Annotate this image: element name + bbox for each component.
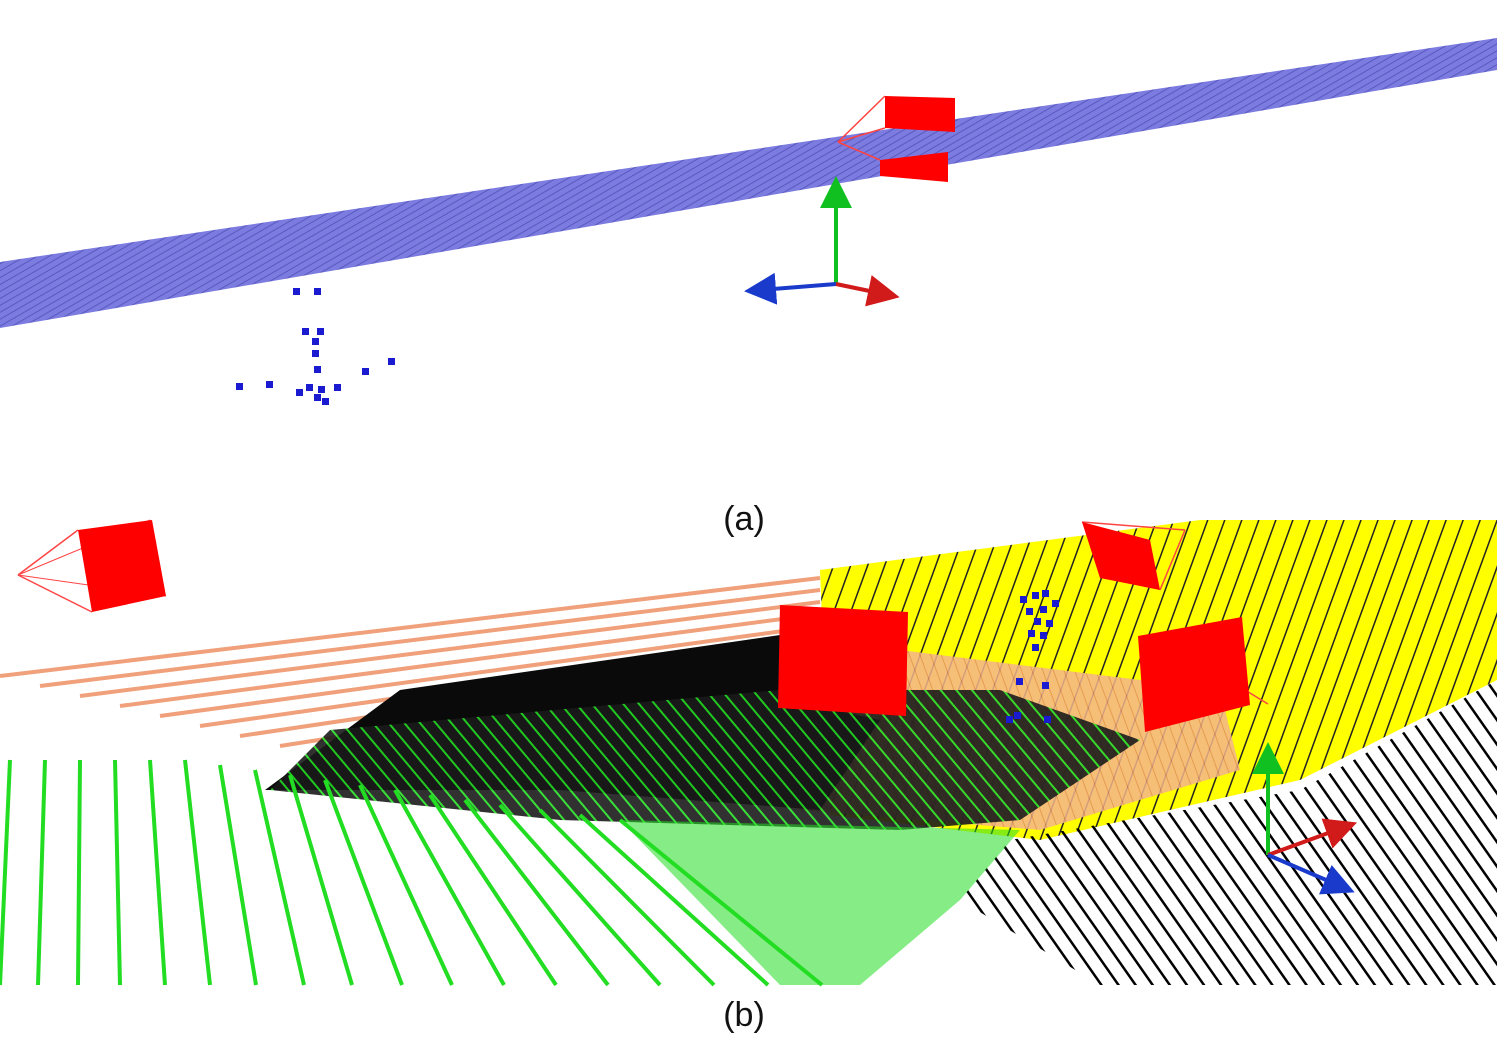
- camera-b-left: [17, 519, 167, 613]
- plane-black-right: [960, 680, 1497, 985]
- plane-green-tip: [620, 820, 1020, 985]
- axes-a: [744, 176, 900, 307]
- camera-b-topright: [1081, 521, 1186, 591]
- caption-b: (b): [723, 996, 765, 1034]
- plane-green-center: [270, 690, 1140, 830]
- camera-b-center: [778, 605, 908, 716]
- camera-b-right: [1138, 617, 1269, 732]
- caption-a: (a): [723, 500, 765, 538]
- panel-a: [0, 38, 1497, 405]
- panel-b: [0, 519, 1497, 987]
- camera-a: [837, 95, 955, 182]
- landmarks-a: [236, 288, 395, 405]
- landmarks-b: [1006, 590, 1059, 723]
- plane-a: [0, 38, 1497, 328]
- axes-b: [1252, 742, 1358, 895]
